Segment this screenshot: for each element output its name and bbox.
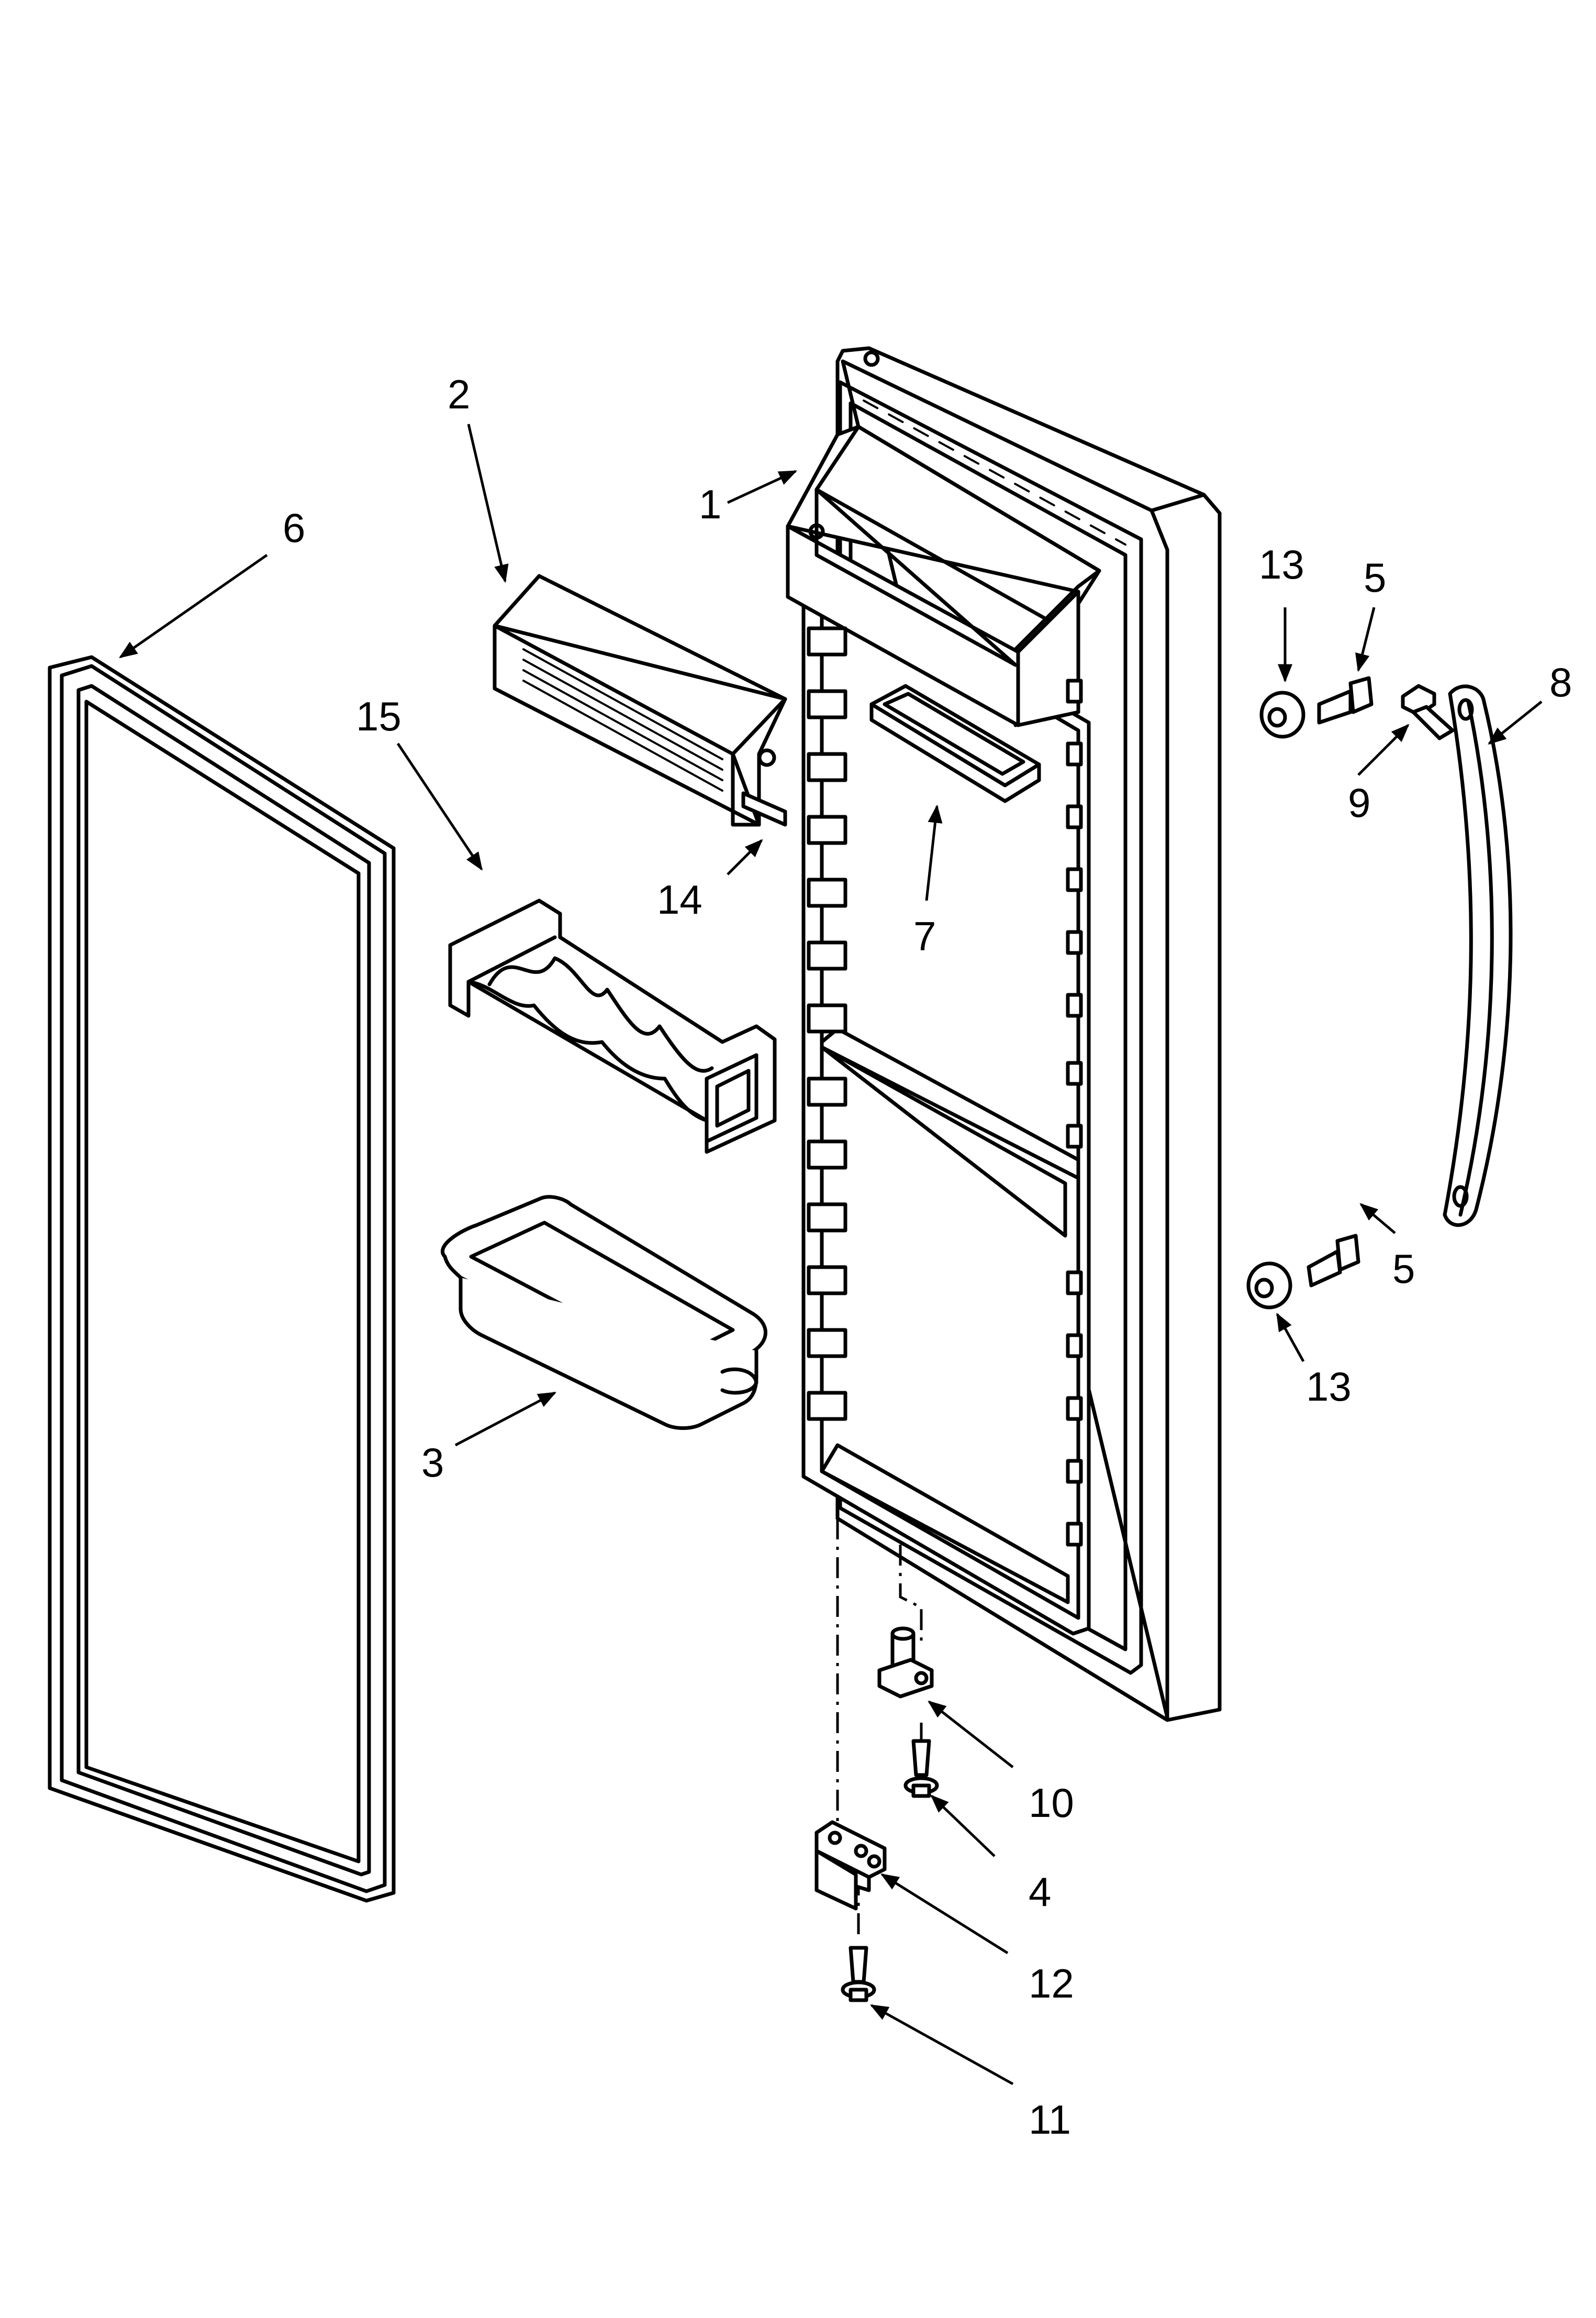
- callout-15: 15: [356, 693, 401, 739]
- hinge-pin-bracket: [877, 1626, 934, 1699]
- leader-5b: [1359, 1203, 1396, 1234]
- callout-labels: 1 2 3 4 5 5 6 7 8 9 10 11 12 13 13 14 15: [283, 371, 1572, 2143]
- hinge-pin-screw: [903, 1739, 939, 1798]
- callout-13-lower: 13: [1306, 1363, 1352, 1410]
- callout-7: 7: [913, 913, 936, 959]
- handle-screw-lower: [1307, 1234, 1360, 1288]
- leader-14: [727, 839, 763, 875]
- leader-11: [869, 2004, 1014, 2086]
- leader-13b: [1276, 1312, 1305, 1362]
- handle-spacer-lower: [1246, 1261, 1292, 1310]
- callout-8: 8: [1549, 659, 1572, 705]
- shelf-clips-right: [1066, 679, 1083, 1547]
- callout-12: 12: [1029, 1960, 1074, 2006]
- leader-2: [467, 424, 509, 583]
- leader-3: [454, 1391, 557, 1447]
- callout-14: 14: [657, 877, 702, 923]
- callout-9: 9: [1348, 780, 1370, 826]
- callout-13-upper: 13: [1259, 541, 1304, 587]
- dairy-compartment-door: [493, 574, 787, 827]
- handle-screw-upper: [1317, 676, 1374, 725]
- door-handle: [1443, 684, 1513, 1227]
- hinge-screw: [841, 1946, 876, 2002]
- callout-4: 4: [1029, 1869, 1051, 1915]
- callout-10: 10: [1029, 1780, 1074, 1826]
- door-liner: [786, 346, 1222, 1722]
- leader-8: [1488, 701, 1543, 745]
- leader-10: [928, 1700, 1014, 1768]
- hinge-assembly: [814, 1518, 939, 2002]
- callout-2: 2: [448, 371, 470, 417]
- bottom-hinge: [814, 1820, 887, 1911]
- leader-12: [880, 1873, 1009, 1955]
- leader-5a: [1355, 607, 1376, 672]
- callout-6: 6: [283, 505, 305, 551]
- callout-5-lower: 5: [1392, 1246, 1415, 1292]
- egg-tray: [869, 684, 1041, 803]
- bottle-shelf: [448, 899, 777, 1154]
- callout-5-upper: 5: [1364, 554, 1386, 601]
- leader-15: [396, 742, 483, 871]
- shelf-clips-left: [807, 626, 847, 1421]
- leader-lines: [119, 424, 1543, 2086]
- door-gasket: [48, 655, 396, 1903]
- callout-11: 11: [1029, 2097, 1071, 2143]
- leader-4: [930, 1794, 996, 1857]
- leader-6: [119, 553, 268, 659]
- callout-1: 1: [699, 481, 721, 527]
- handle-spacer-upper: [1259, 691, 1305, 739]
- handle-assembly: [1246, 676, 1513, 1310]
- handle-screw: [1401, 684, 1455, 740]
- leader-7: [925, 804, 943, 901]
- door-bin: [441, 1195, 767, 1430]
- callout-3: 3: [421, 1439, 444, 1485]
- leader-1: [727, 470, 798, 504]
- dairy-door-hinge-pin: [741, 791, 787, 827]
- leader-9: [1357, 724, 1410, 776]
